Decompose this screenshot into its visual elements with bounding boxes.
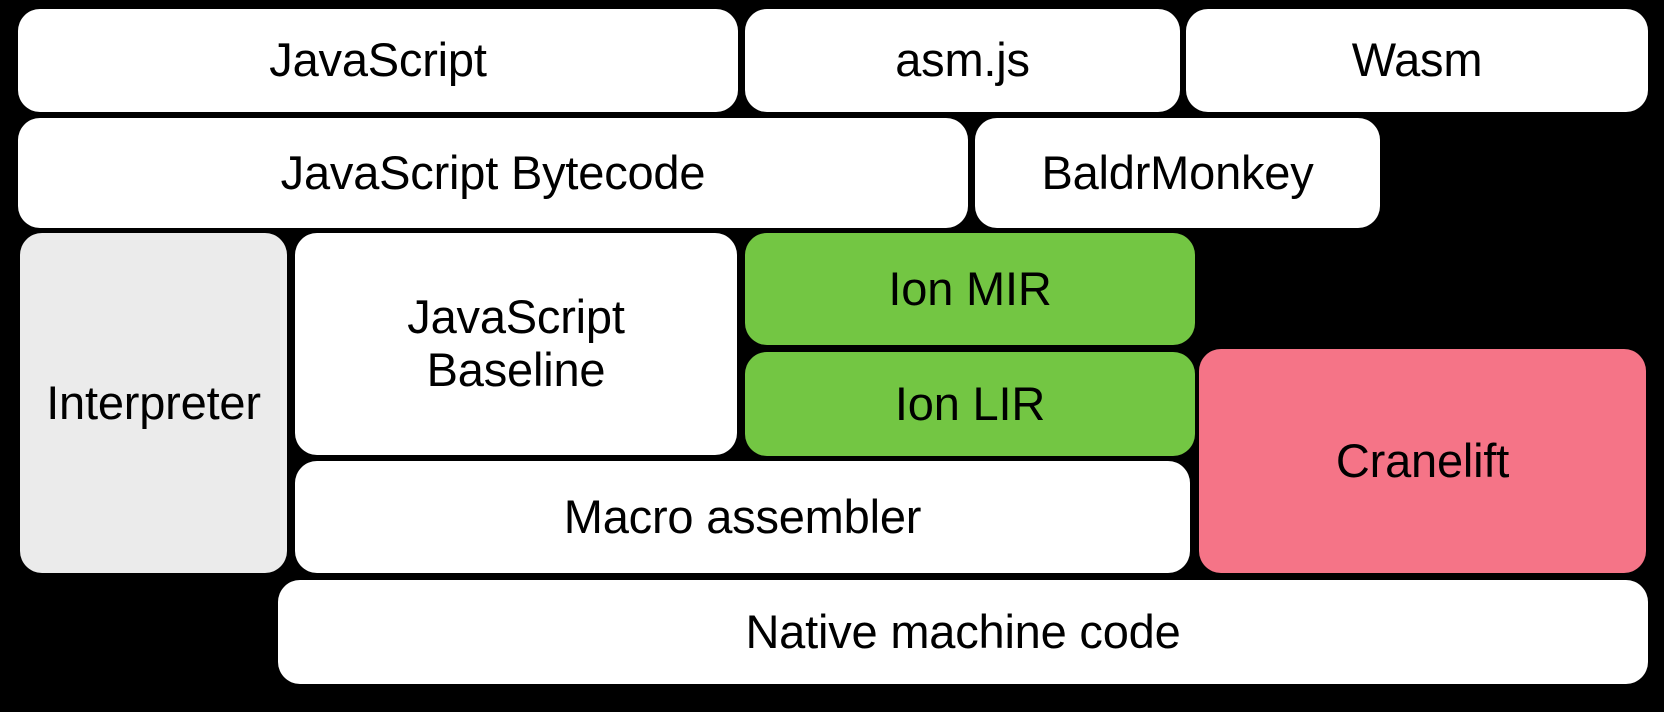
node-javascript-bytecode[interactable]: JavaScript Bytecode: [18, 118, 968, 228]
node-javascript-baseline[interactable]: JavaScript Baseline: [295, 233, 737, 455]
node-javascript-label: JavaScript: [269, 33, 487, 87]
node-asmjs[interactable]: asm.js: [745, 9, 1180, 112]
node-interpreter[interactable]: Interpreter: [20, 233, 287, 573]
node-native-machine-code-label: Native machine code: [745, 604, 1181, 658]
node-javascript-baseline-label: JavaScript Baseline: [407, 290, 625, 396]
node-cranelift-label: Cranelift: [1335, 433, 1510, 487]
node-javascript-bytecode-label: JavaScript Bytecode: [280, 145, 706, 199]
node-interpreter-label: Interpreter: [46, 375, 261, 429]
node-wasm[interactable]: Wasm: [1186, 9, 1648, 112]
node-cranelift[interactable]: Cranelift: [1199, 349, 1646, 573]
node-baldrmonkey-label: BaldrMonkey: [1041, 145, 1314, 199]
node-macro-assembler-label: Macro assembler: [563, 489, 922, 543]
node-baldrmonkey[interactable]: BaldrMonkey: [975, 118, 1380, 228]
node-javascript[interactable]: JavaScript: [18, 9, 738, 112]
node-asmjs-label: asm.js: [895, 33, 1030, 87]
node-ion-mir-label: Ion MIR: [888, 261, 1052, 315]
node-wasm-label: Wasm: [1351, 33, 1483, 87]
node-ion-lir-label: Ion LIR: [894, 376, 1046, 430]
node-ion-lir[interactable]: Ion LIR: [745, 352, 1195, 456]
node-ion-mir[interactable]: Ion MIR: [745, 233, 1195, 345]
node-native-machine-code[interactable]: Native machine code: [278, 580, 1648, 684]
node-macro-assembler[interactable]: Macro assembler: [295, 461, 1190, 573]
